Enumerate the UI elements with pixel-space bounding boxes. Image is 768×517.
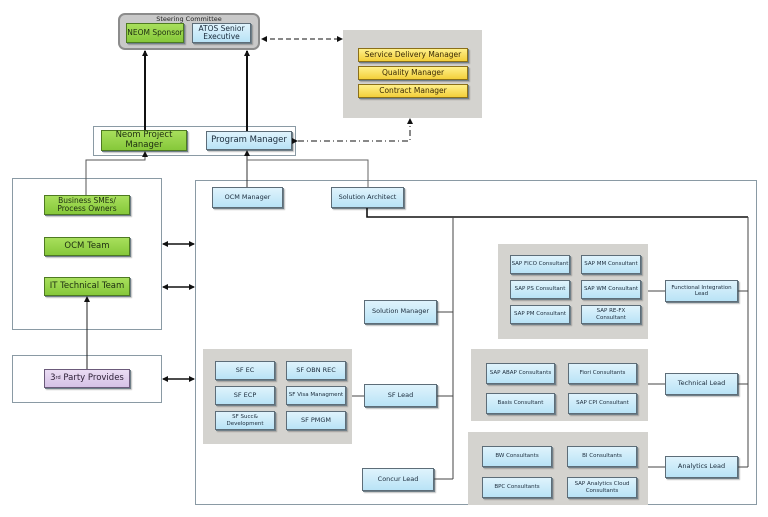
concur-lead-node: Concur Lead [362,468,434,491]
third-party-rest: Party Provides [60,372,124,383]
program-manager-node: Program Manager [206,131,292,150]
third-party-sup: rd [55,374,61,381]
quality-manager-node: Quality Manager [358,66,468,80]
bpc-consultants-node: BPC Consultants [482,477,552,498]
sap-cpi-consultant-node: SAP CPI Consultant [568,393,637,414]
basis-consultant-node: Basis Consultant [486,393,555,414]
sap-fico-consultant-node: SAP FICO Consultant [510,255,570,274]
ocm-team-node: OCM Team [44,237,130,256]
sap-analytics-cloud-consultants-node: SAP Analytics Cloud Consultants [567,477,637,498]
solution-architect-node: Solution Architect [331,187,404,208]
sf-ecp-node: SF ECP [215,386,275,405]
neom-project-manager-node: Neom Project Manager [101,130,187,151]
service-delivery-manager-node: Service Delivery Manager [358,48,468,62]
sf-ec-node: SF EC [215,361,275,380]
sap-mm-consultant-node: SAP MM Consultant [581,255,641,274]
sap-ps-consultant-node: SAP PS Consultant [510,280,570,299]
sf-visa-managment-node: SF Visa Managment [286,386,346,405]
sf-lead-node: SF Lead [364,384,437,407]
sf-pmgm-node: SF PMGM [286,411,346,430]
fiori-consultants-node: Fiori Consultants [568,363,637,384]
atos-senior-executive-node: ATOS Senior Executive [192,23,251,43]
third-party-prefix: 3 [50,372,56,383]
solution-manager-node: Solution Manager [364,300,437,324]
sap-wm-consultant-node: SAP WM Consultant [581,280,641,299]
analytics-lead-node: Analytics Lead [665,456,738,478]
bw-consultants-node: BW Consultants [482,446,552,467]
steering-committee-title: Steering Committee [156,15,222,23]
contract-manager-node: Contract Manager [358,84,468,98]
sap-re-fx-consultant-node: SAP RE-FX Consultant [581,305,641,324]
business-smes-node: Business SMEs/ Process Owners [44,195,130,215]
sf-succ-development-node: SF Succ& Development [215,411,275,430]
ocm-manager-node: OCM Manager [212,187,283,208]
sap-abap-consultants-node: SAP ABAP Consultants [486,363,555,384]
sap-pm-consultant-node: SAP PM Consultant [510,305,570,324]
it-technical-team-node: IT Technical Team [44,277,130,296]
functional-integration-lead-node: Functional Integration Lead [665,280,738,302]
bi-consultants-node: BI Consultants [567,446,637,467]
neom-sponsor-node: NEOM Sponsor [126,23,184,43]
technical-lead-node: Technical Lead [665,373,738,395]
sf-obn-rec-node: SF OBN REC [286,361,346,380]
